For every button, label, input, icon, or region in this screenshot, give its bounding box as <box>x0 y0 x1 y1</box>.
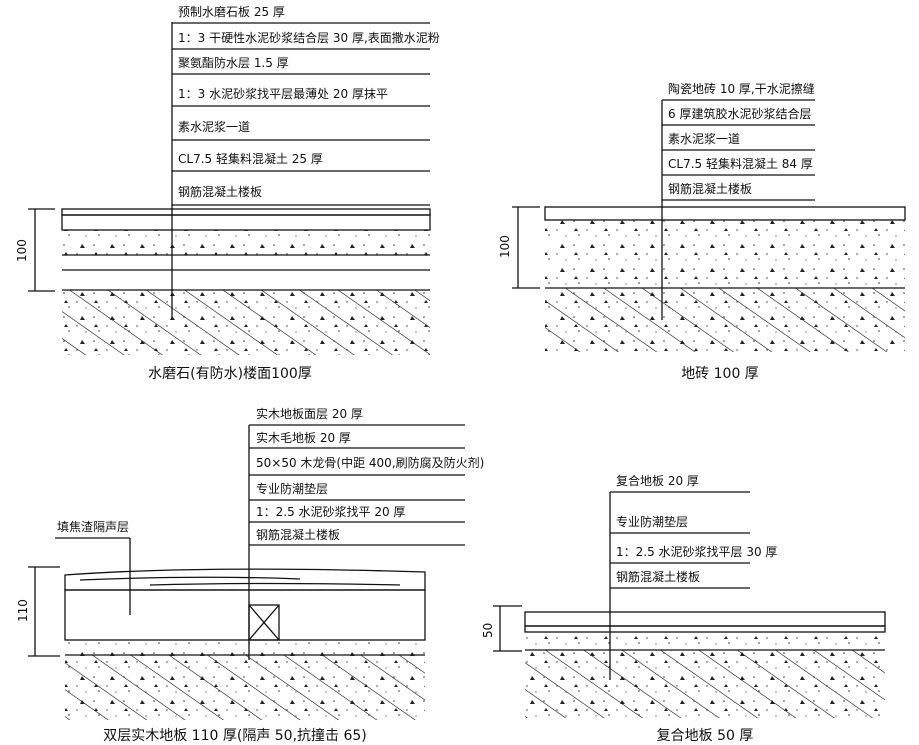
layer-label: CL7.5 轻集料混凝土 84 厚 <box>668 156 813 171</box>
dimension-label: 100 <box>15 239 29 262</box>
dimension-label: 110 <box>16 599 30 622</box>
layer-label: 素水泥浆一道 <box>178 119 250 134</box>
floor-section <box>64 568 426 720</box>
panel-title: 地砖 100 厚 <box>681 366 759 382</box>
side-note-label: 填焦渣隔声层 <box>57 520 129 534</box>
layer-label: 钢筋混凝土楼板 <box>668 181 752 196</box>
layer-label: 实木地板面层 20 厚 <box>256 406 363 421</box>
layer-label: 聚氨酯防水层 1.5 厚 <box>178 55 289 70</box>
layer-label: 钢筋混凝土楼板 <box>256 527 340 542</box>
layer-label: 钢筋混凝土楼板 <box>178 184 262 199</box>
layer-label: 1：3 水泥砂浆找平层最薄处 20 厚抹平 <box>178 86 388 101</box>
layer-label: 钢筋混凝土楼板 <box>616 569 700 584</box>
layer-label: 实木毛地板 20 厚 <box>256 430 351 445</box>
leader-callouts: 预制水磨石板 25 厚 1：3 干硬性水泥砂浆结合层 30 厚,表面撒水泥粉 聚… <box>171 5 440 318</box>
layer-label: 预制水磨石板 25 厚 <box>178 5 285 19</box>
panel-title: 水磨石(有防水)楼面100厚 <box>148 366 312 382</box>
dimension-line: 100 <box>15 208 55 292</box>
leader-callouts: 陶瓷地砖 10 厚,干水泥擦缝 6 厚建筑胶水泥砂浆结合层 素水泥浆一道 CL7… <box>661 81 815 320</box>
panel-solid-wood-floor: 110 实木地板面层 20 厚 实木毛地板 20 厚 50×50 木龙骨(中距 … <box>16 406 484 744</box>
panel-title: 双层实木地板 110 厚(隔声 50,抗撞击 65) <box>103 728 367 744</box>
floor-section <box>524 611 886 718</box>
panel-laminate-floor: 50 复合地板 20 厚 专业防潮垫层 1：2.5 水泥砂浆找平层 30 厚 钢… <box>481 473 886 744</box>
floor-section <box>61 208 431 355</box>
dimension-line: 110 <box>16 566 60 657</box>
layer-label: CL7.5 轻集料混凝土 25 厚 <box>178 151 323 166</box>
panel-terrazzo-floor: 100 预制水磨石板 25 厚 1：3 干硬性水泥砂浆结合层 30 厚,表面撒水… <box>15 5 440 382</box>
layer-label: 1：2.5 水泥砂浆找平层 30 厚 <box>616 544 777 559</box>
panel-tile-floor: 100 陶瓷地砖 10 厚,干水泥擦缝 6 厚建筑胶水泥砂浆结合层 素水泥浆一道… <box>498 81 906 382</box>
dimension-label: 100 <box>498 235 512 258</box>
layer-label: 1：2.5 水泥砂浆找平 20 厚 <box>256 504 405 519</box>
dimension-label: 50 <box>481 623 495 638</box>
layer-label: 复合地板 20 厚 <box>616 473 699 488</box>
layer-label: 素水泥浆一道 <box>668 131 740 146</box>
layer-label: 50×50 木龙骨(中距 400,刷防腐及防火剂) <box>256 455 484 470</box>
layer-label: 专业防潮垫层 <box>256 481 328 496</box>
dimension-line: 50 <box>481 605 522 652</box>
panel-title: 复合地板 50 厚 <box>657 727 754 744</box>
floor-section <box>544 206 906 352</box>
leader-callouts: 实木地板面层 20 厚 实木毛地板 20 厚 50×50 木龙骨(中距 400,… <box>55 406 484 660</box>
layer-label: 1：3 干硬性水泥砂浆结合层 30 厚,表面撒水泥粉 <box>178 30 440 45</box>
layer-label: 专业防潮垫层 <box>616 514 688 529</box>
leader-callouts: 复合地板 20 厚 专业防潮垫层 1：2.5 水泥砂浆找平层 30 厚 钢筋混凝… <box>609 473 777 680</box>
layer-label: 陶瓷地砖 10 厚,干水泥擦缝 <box>668 81 815 96</box>
layer-label: 6 厚建筑胶水泥砂浆结合层 <box>668 106 811 121</box>
dimension-line: 100 <box>498 206 540 289</box>
